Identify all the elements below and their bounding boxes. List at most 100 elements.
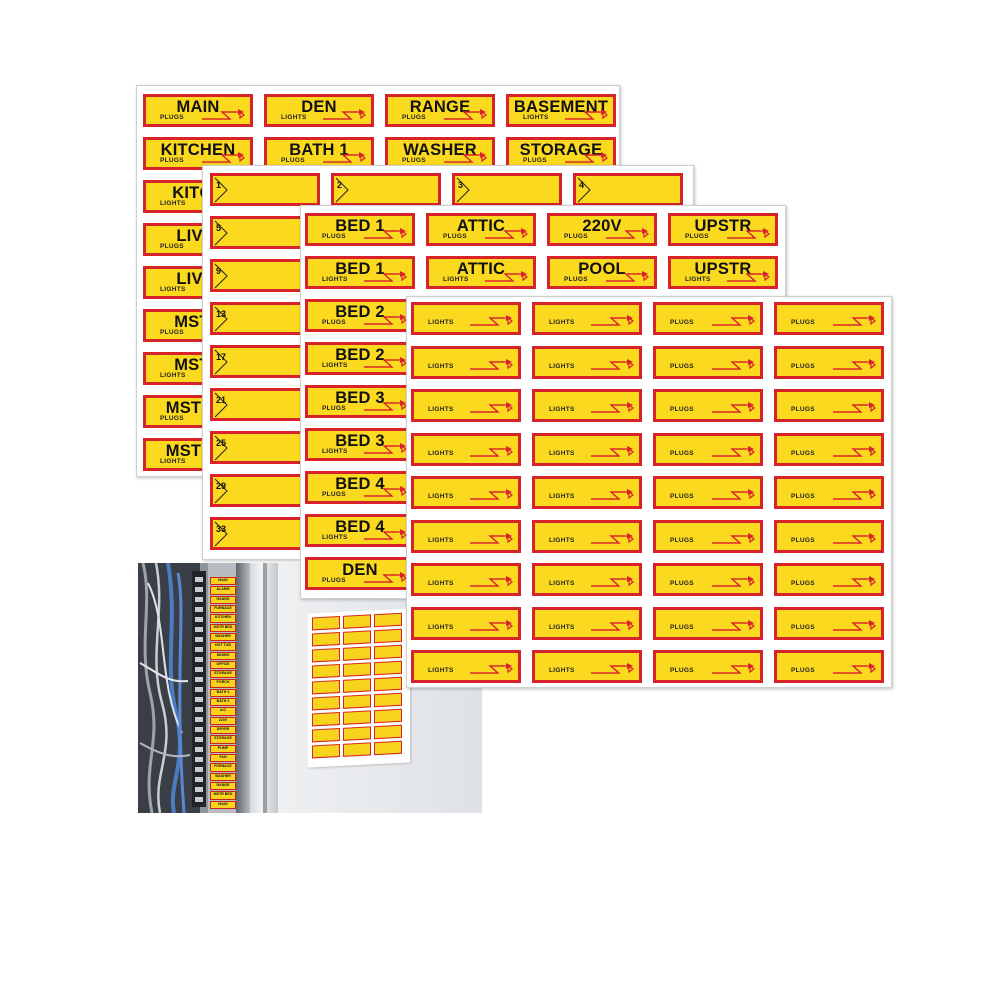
blank-circuit-label: LIGHTS <box>532 563 642 596</box>
pointer-icon <box>214 177 228 203</box>
lightning-arrow-icon <box>364 572 407 583</box>
panel-strip-label: OFFICE <box>210 660 236 670</box>
panel-strip-label: MSTR BED <box>210 791 236 800</box>
circuit-name: BED 3 <box>335 389 385 407</box>
circuit-name: MAIN <box>176 98 220 116</box>
door-mini-label <box>343 726 371 741</box>
panel-strip-label: PORCH <box>210 679 236 688</box>
lightning-arrow-icon <box>712 576 755 587</box>
lightning-arrow-icon <box>470 315 513 326</box>
circuit-type: PLUGS <box>791 580 815 587</box>
lightning-arrow-icon <box>833 315 876 326</box>
panel-strip-label: BATH 2 <box>210 698 236 707</box>
lightning-arrow-icon <box>712 663 755 674</box>
lightning-arrow-icon <box>591 576 634 587</box>
blank-circuit-label: PLUGS <box>774 345 884 379</box>
number-label: 1 <box>210 173 320 206</box>
lightning-arrow-icon <box>712 532 755 544</box>
circuit-type: PLUGS <box>160 114 184 121</box>
circuit-type: PLUGS <box>670 536 694 544</box>
panel-strip-label: WASHER <box>210 632 236 642</box>
lightning-arrow-icon <box>712 358 755 370</box>
lightning-arrow-icon <box>565 109 608 120</box>
circuit-type: PLUGS <box>564 276 588 283</box>
panel-strip-label: DINING <box>210 651 236 660</box>
label-sheet-blank: LIGHTS LIGHTS PLUGS PLUGS LIGHTS LIGHTS PLUGS P… <box>406 296 892 688</box>
circuit-name: POOL <box>578 260 626 278</box>
lightning-arrow-icon <box>470 576 513 587</box>
door-mini-label <box>312 631 340 647</box>
blank-circuit-label: LIGHTS <box>411 476 521 509</box>
panel-strip-label: FURNACE <box>210 763 236 772</box>
blank-circuit-label: PLUGS <box>774 476 884 509</box>
lightning-arrow-icon <box>833 663 876 674</box>
lightning-arrow-icon <box>364 271 407 282</box>
pointer-icon <box>214 521 228 547</box>
circuit-type: PLUGS <box>281 157 305 164</box>
blank-circuit-label: PLUGS <box>653 563 763 596</box>
lightning-arrow-icon <box>565 152 608 163</box>
panel-strip-label: MAIN <box>210 800 236 809</box>
circuit-type: LIGHTS <box>549 536 575 544</box>
circuit-type: PLUGS <box>670 319 694 326</box>
lightning-arrow-icon <box>591 532 634 544</box>
lightning-arrow-icon <box>712 315 755 326</box>
wires-graphic <box>139 563 191 813</box>
pointer-icon <box>214 435 228 461</box>
circuit-type: PLUGS <box>443 233 467 240</box>
lightning-arrow-icon <box>202 152 245 163</box>
circuit-type: PLUGS <box>670 449 694 457</box>
circuit-type: PLUGS <box>523 157 547 164</box>
panel-strip-label: STORAGE <box>210 670 236 679</box>
lightning-arrow-icon <box>833 532 876 544</box>
blank-circuit-label: LIGHTS <box>532 432 642 466</box>
lightning-arrow-icon <box>470 663 513 674</box>
blank-circuit-label: PLUGS <box>774 432 884 466</box>
circuit-type: LIGHTS <box>322 362 348 369</box>
door-mini-label <box>312 695 340 711</box>
lightning-arrow-icon <box>591 619 634 631</box>
panel-strip-label: A/C <box>210 707 236 716</box>
pointer-icon <box>456 177 470 203</box>
circuit-type: LIGHTS <box>443 276 469 283</box>
circuit-type: LIGHTS <box>523 114 549 121</box>
lightning-arrow-icon <box>591 445 634 457</box>
circuit-name: ATTIC <box>456 260 506 278</box>
circuit-type: LIGHTS <box>549 406 575 413</box>
door-mini-label <box>343 694 371 709</box>
lightning-arrow-icon <box>591 402 634 413</box>
door-mini-label <box>312 647 340 663</box>
door-mini-label <box>374 724 402 740</box>
circuit-type: LIGHTS <box>428 319 454 326</box>
blank-circuit-label: LIGHTS <box>411 650 521 683</box>
circuit-type: LIGHTS <box>549 580 575 587</box>
lightning-arrow-icon <box>591 489 634 500</box>
panel-strip-label: RANGE <box>210 595 236 604</box>
circuit-type: LIGHTS <box>428 406 454 413</box>
door-mini-label <box>343 630 371 645</box>
circuit-type: LIGHTS <box>685 276 711 283</box>
circuit-type: LIGHTS <box>549 362 575 370</box>
circuit-type: LIGHTS <box>322 534 348 541</box>
circuit-type: LIGHTS <box>428 580 454 587</box>
label-number: 21 <box>216 395 227 405</box>
label-number: 9 <box>216 266 222 276</box>
door-mini-label <box>312 679 340 695</box>
lightning-arrow-icon <box>323 109 366 120</box>
circuit-name: WASHER <box>403 141 477 159</box>
circuit-type: LIGHTS <box>549 493 575 500</box>
circuit-type: LIGHTS <box>160 286 186 293</box>
number-label: 4 <box>573 173 683 206</box>
lightning-arrow-icon <box>364 486 407 497</box>
circuit-type: PLUGS <box>160 157 184 164</box>
circuit-name: KITCHEN <box>160 141 236 159</box>
circuit-type: PLUGS <box>670 493 694 500</box>
lightning-arrow-icon <box>485 228 528 239</box>
